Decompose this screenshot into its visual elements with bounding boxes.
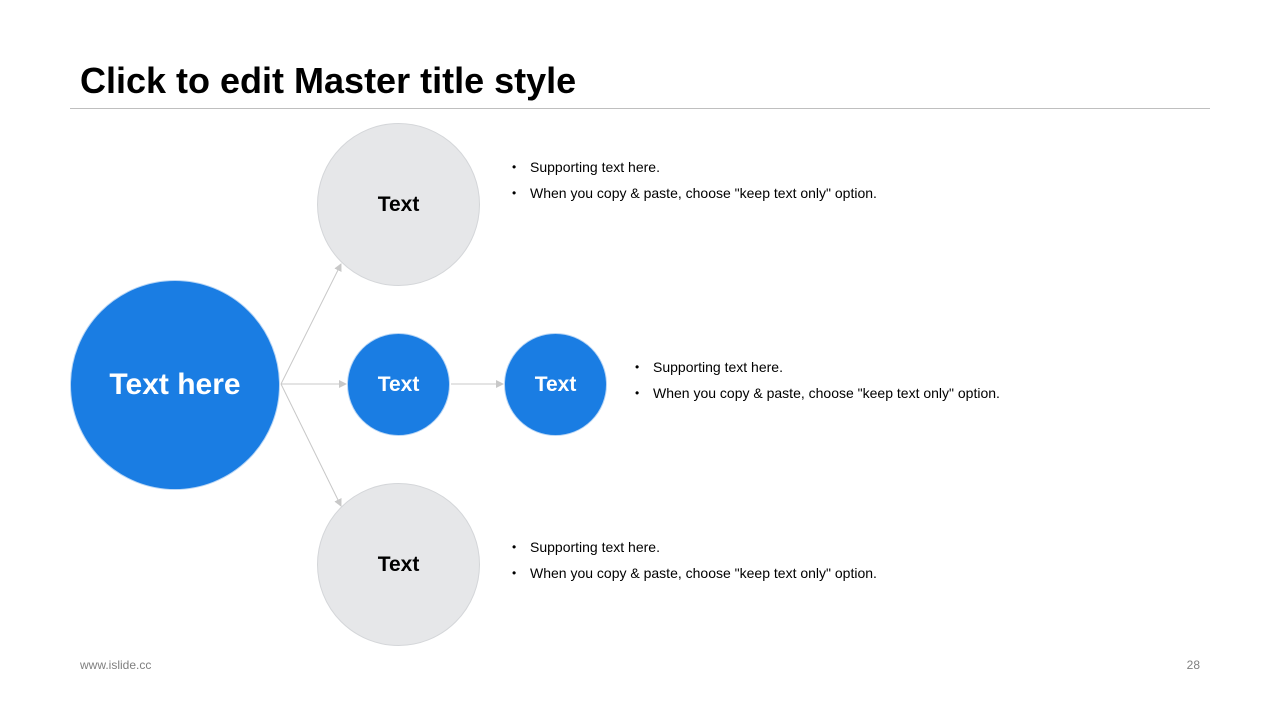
top-bullet-list[interactable]: Supporting text here. When you copy & pa… (512, 159, 877, 211)
footer-url: www.islide.cc (80, 658, 152, 672)
bullet-item: Supporting text here. (512, 539, 877, 565)
main-node-label: Text here (109, 368, 241, 401)
middle-node-2[interactable]: Text (504, 333, 607, 436)
bullet-item: Supporting text here. (635, 359, 1000, 385)
top-node-label: Text (377, 192, 420, 216)
connector-to-top-node (280, 263, 342, 385)
slide-title[interactable]: Click to edit Master title style (80, 60, 577, 101)
bullet-item: Supporting text here. (512, 159, 877, 185)
bottom-node-label: Text (377, 552, 420, 576)
bullet-item: When you copy & paste, choose "keep text… (635, 385, 1000, 411)
top-node[interactable]: Text (317, 123, 480, 286)
bullet-item: When you copy & paste, choose "keep text… (512, 565, 877, 591)
middle-node-1-label: Text (377, 372, 420, 396)
bottom-node[interactable]: Text (317, 483, 480, 646)
middle-bullet-list[interactable]: Supporting text here. When you copy & pa… (635, 359, 1000, 411)
bullet-item: When you copy & paste, choose "keep text… (512, 185, 877, 211)
main-node[interactable]: Text here (70, 280, 280, 490)
middle-node-2-label: Text (534, 372, 577, 396)
connector-to-bottom-node (280, 383, 342, 507)
bottom-bullet-list[interactable]: Supporting text here. When you copy & pa… (512, 539, 877, 591)
page-number: 28 (1186, 658, 1200, 672)
title-divider (70, 108, 1210, 109)
middle-node-1[interactable]: Text (347, 333, 450, 436)
